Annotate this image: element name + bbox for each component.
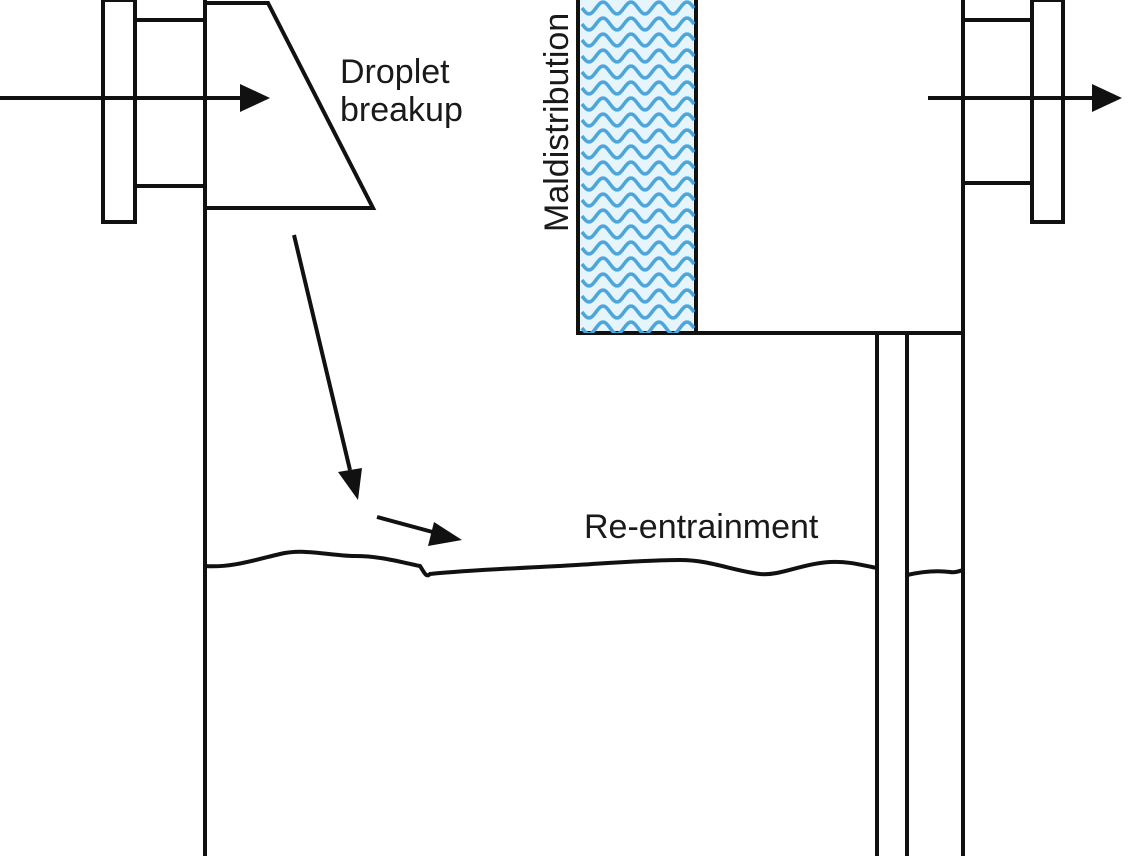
maldistribution-label: Maldistribution (538, 13, 576, 232)
vessel-shell (203, 0, 965, 856)
mesh-wave-line (580, 320, 696, 333)
outlet-flow-arrow (928, 84, 1122, 112)
mesh-wave-line (580, 128, 696, 144)
droplet-fall-arrow (292, 234, 362, 500)
mesh-wave-line (580, 224, 696, 240)
inlet-flange (101, 0, 205, 224)
mesh-wave-line (580, 64, 696, 80)
reentrainment-arrow (376, 515, 462, 546)
mesh-wave-line (580, 96, 696, 112)
mesh-wave-line (580, 272, 696, 288)
mesh-wave-line (580, 112, 696, 128)
drain-pipe (875, 333, 909, 856)
liquid-level-line-right (905, 568, 965, 577)
liquid-level-line (203, 549, 879, 578)
inlet-flow-arrow (0, 84, 270, 112)
mesh-wave-line (580, 208, 696, 224)
mesh-wave-line (580, 80, 696, 96)
mesh-wave-line (580, 48, 696, 64)
mesh-wave-line (580, 176, 696, 192)
reentrainment-label: Re-entrainment (584, 508, 819, 546)
inlet-diverter (205, 1, 377, 210)
mesh-wave-line (580, 192, 696, 208)
mesh-wave-line (580, 16, 696, 32)
outlet-flange (963, 0, 1065, 224)
mesh-wave-line (580, 160, 696, 176)
droplet-breakup-label-line1: Droplet (340, 53, 450, 91)
mesh-wave-line (580, 288, 696, 304)
mesh-wave-line (580, 32, 696, 48)
droplet-breakup-label-line2: breakup (340, 91, 463, 129)
mesh-wave-line (580, 304, 696, 320)
mesh-pad (580, 0, 696, 333)
mesh-wave-line (580, 240, 696, 256)
mesh-wave-line (580, 144, 696, 160)
mesh-wave-line (580, 0, 696, 16)
mesh-wave-line (580, 256, 696, 272)
